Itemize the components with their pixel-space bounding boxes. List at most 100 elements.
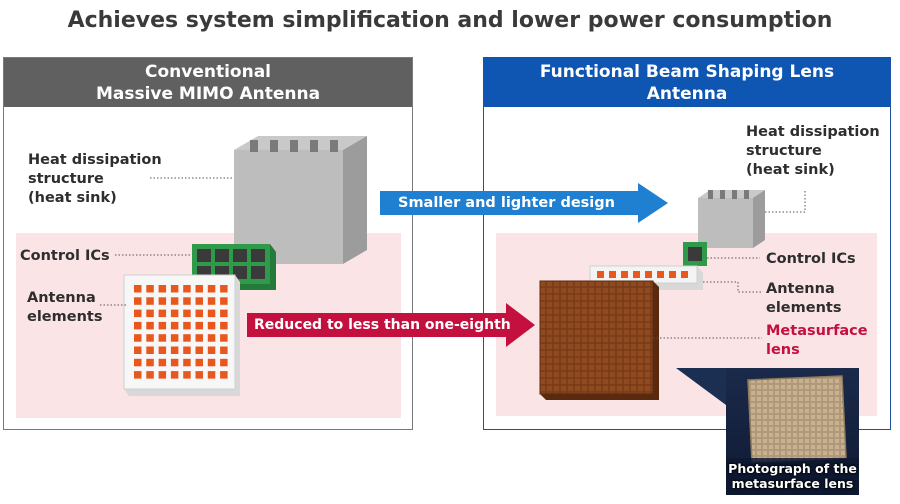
left-heat-label-line2: structure <box>28 171 104 187</box>
antenna-element <box>170 346 179 354</box>
antenna-strip-element <box>657 271 664 278</box>
antenna-element <box>183 334 191 342</box>
left-control-label: Control ICs <box>20 248 110 264</box>
antenna-element <box>158 346 167 354</box>
antenna-element <box>195 346 203 354</box>
antenna-element <box>183 371 191 379</box>
antenna-element <box>146 371 154 379</box>
beam-shaping-header: Functional Beam Shaping Lens Antenna <box>484 58 890 107</box>
antenna-element <box>170 371 179 379</box>
antenna-element <box>134 346 142 354</box>
antenna-element <box>170 285 179 293</box>
antenna-element <box>207 358 216 367</box>
antenna-element-panel <box>123 274 240 396</box>
antenna-element <box>220 346 228 354</box>
metasurface-lens-label: Metasurface lens <box>766 322 868 360</box>
red-arrow-label: Reduced to less than one-eighth <box>254 317 511 333</box>
antenna-element <box>207 321 216 330</box>
antenna-element <box>195 309 203 318</box>
smaller-lighter-arrow <box>380 183 668 223</box>
antenna-element <box>158 309 167 318</box>
small-heat-sink-leader-line <box>765 190 806 213</box>
antenna-element <box>220 358 228 367</box>
photo-caption: Photograph of the metasurface lens <box>726 461 859 491</box>
antenna-element <box>170 321 179 330</box>
left-antenna-label: Antenna elements <box>27 289 102 327</box>
metasurface-lens-label-line1: Metasurface <box>766 323 868 339</box>
antenna-element <box>146 346 154 354</box>
metasurface-lens-photo <box>726 368 859 495</box>
metasurface-lens <box>539 280 659 400</box>
antenna-strip-element <box>597 271 604 278</box>
antenna-element <box>146 334 154 342</box>
antenna-element <box>170 297 179 305</box>
right-heat-label-line3: (heat sink) <box>746 162 835 178</box>
antenna-element <box>195 285 203 293</box>
antenna-strip-element <box>681 271 688 278</box>
antenna-element <box>158 297 167 305</box>
antenna-element <box>158 285 167 293</box>
antenna-element <box>183 358 191 367</box>
antenna-element <box>158 321 167 330</box>
left-heat-label: Heat dissipation structure (heat sink) <box>28 151 162 208</box>
antenna-element <box>146 297 154 305</box>
antenna-element <box>134 334 142 342</box>
antenna-strip-element <box>621 271 628 278</box>
antenna-element <box>134 309 142 318</box>
antenna-element <box>146 285 154 293</box>
antenna-element <box>158 334 167 342</box>
antenna-element <box>220 371 228 379</box>
antenna-strip-element <box>669 271 676 278</box>
antenna-element <box>134 358 142 367</box>
right-antenna-label-line1: Antenna <box>766 281 835 297</box>
antenna-element <box>183 346 191 354</box>
antenna-element <box>195 321 203 330</box>
antenna-element <box>220 297 228 305</box>
conventional-header-line1: Conventional <box>144 62 271 82</box>
antenna-element <box>158 358 167 367</box>
antenna-element <box>146 321 154 330</box>
metasurface-lens-label-line2: lens <box>766 342 800 358</box>
right-antenna-label: Antenna elements <box>766 280 841 318</box>
antenna-element <box>220 334 228 342</box>
antenna-element <box>146 358 154 367</box>
right-heat-label-line1: Heat dissipation <box>746 124 880 140</box>
reduced-one-eighth-arrow <box>247 303 535 347</box>
antenna-element <box>134 371 142 379</box>
antenna-strip-element <box>609 271 616 278</box>
antenna-element <box>183 321 191 330</box>
antenna-element <box>183 285 191 293</box>
antenna-element <box>170 358 179 367</box>
antenna-element <box>220 285 228 293</box>
antenna-element <box>195 371 203 379</box>
antenna-element <box>183 297 191 305</box>
antenna-element-grid <box>134 285 228 379</box>
antenna-element <box>170 334 179 342</box>
antenna-element <box>146 309 154 318</box>
antenna-strip-element <box>645 271 652 278</box>
left-antenna-label-line1: Antenna <box>27 290 96 306</box>
antenna-element <box>195 358 203 367</box>
right-heat-label: Heat dissipation structure (heat sink) <box>746 123 880 180</box>
antenna-element <box>134 285 142 293</box>
right-heat-label-line2: structure <box>746 143 822 159</box>
right-antenna-label-line2: elements <box>766 300 842 316</box>
left-antenna-label-line2: elements <box>27 309 103 325</box>
antenna-element <box>195 334 203 342</box>
antenna-element <box>220 309 228 318</box>
blue-arrow-label: Smaller and lighter design <box>398 195 615 211</box>
left-heat-label-line1: Heat dissipation <box>28 152 162 168</box>
figure-title: Achieves system simplification and lower… <box>67 8 833 33</box>
photo-caption-line2: metasurface lens <box>731 476 854 491</box>
antenna-element <box>207 346 216 354</box>
antenna-element <box>183 309 191 318</box>
right-control-label: Control ICs <box>766 251 856 267</box>
antenna-element <box>207 285 216 293</box>
antenna-element <box>158 371 167 379</box>
left-heat-label-line3: (heat sink) <box>28 190 117 206</box>
antenna-element <box>134 297 142 305</box>
beam-shaping-header-line2: Antenna <box>646 84 728 104</box>
antenna-element <box>170 309 179 318</box>
conventional-header-line2: Massive MIMO Antenna <box>95 84 321 104</box>
